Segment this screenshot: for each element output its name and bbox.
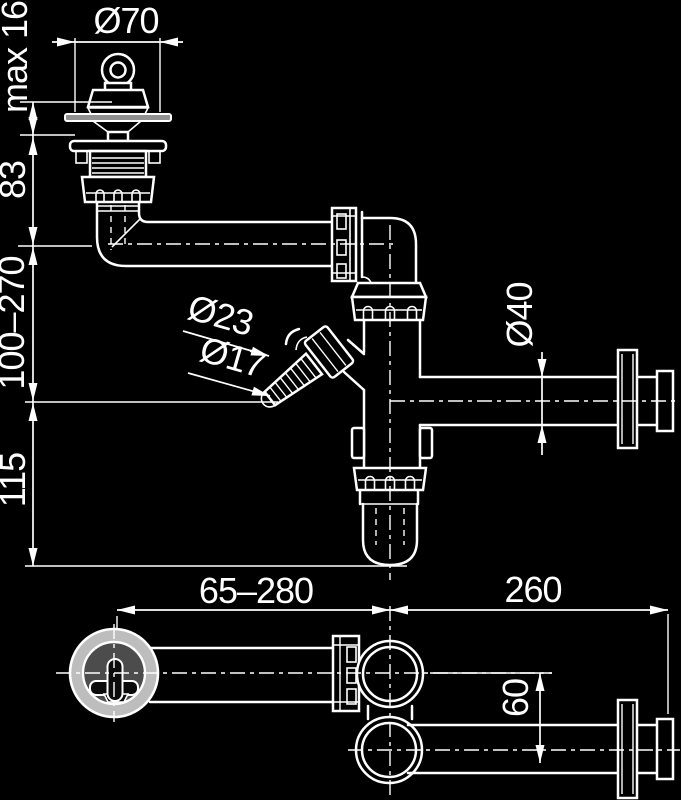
dim-label-max16: max 16 [0, 1, 35, 113]
arrowhead [28, 137, 38, 155]
elbow-socket [350, 281, 428, 299]
wide-washer [64, 113, 172, 122]
dim-label-d40: Ø40 [499, 282, 540, 347]
barb-rib [284, 372, 300, 391]
barb-rib [295, 362, 311, 383]
arrowhead [537, 425, 547, 443]
arrowhead [28, 383, 38, 401]
arrowhead [28, 247, 38, 265]
dim-label-115: 115 [0, 453, 33, 507]
arrowhead [250, 346, 269, 356]
arrowhead [28, 117, 38, 135]
hose-nut [303, 325, 355, 379]
arrowhead [535, 673, 545, 691]
dim-label-83: 83 [0, 161, 33, 199]
nut-slot [346, 688, 357, 705]
barb-lip-outer [284, 327, 301, 346]
plug-stem-bottom [106, 130, 130, 143]
arrowhead [160, 37, 178, 47]
nut-slot [384, 475, 396, 490]
arrowhead [28, 227, 38, 245]
hose-nut-slot [311, 338, 339, 373]
nut-slot [336, 213, 347, 230]
arrowhead [537, 359, 547, 377]
barb-rib [289, 367, 305, 387]
barb-rib [279, 377, 294, 395]
plug-cap [86, 88, 150, 109]
flange-tab-left [75, 150, 88, 164]
arrowhead [390, 605, 408, 615]
dimensions: Ø70 max 16 83 100–270 115 Ø23 Ø17 Ø40 [0, 0, 669, 763]
nut-slot [336, 239, 347, 256]
plug-assembly [64, 52, 172, 204]
dim-label-60: 60 [495, 679, 536, 717]
nut-slot [364, 475, 376, 490]
nut-slot [346, 646, 357, 663]
nut-slot [131, 189, 141, 202]
dim-label-d70: Ø70 [93, 0, 158, 41]
outlet-pipe-side [418, 348, 675, 450]
nut-slot [95, 189, 105, 202]
clip-tab-left [350, 426, 366, 460]
nut-slot [113, 189, 123, 202]
wall-flange-top-view [616, 698, 639, 800]
pipe-inner-edge [137, 200, 334, 224]
dim-label-260: 260 [504, 569, 561, 610]
nut-slot [406, 305, 418, 320]
hose-barb-assembly [260, 325, 366, 408]
elbow-chamfer [111, 218, 141, 248]
flange-tab-right [148, 150, 161, 164]
arrowhead [57, 37, 75, 47]
arrowhead [650, 605, 668, 615]
nut-slot [404, 475, 416, 490]
nut-slot [336, 263, 347, 279]
barb-rib [300, 358, 317, 379]
spout-edge [346, 338, 366, 356]
pipe-end-sleeve-top-view [655, 717, 675, 781]
pull-ring-hole [109, 61, 127, 79]
barb-rib [269, 386, 282, 402]
dim-label-65-280: 65–280 [199, 570, 313, 611]
pipe-outer-edge [95, 200, 334, 268]
arrowhead [251, 386, 270, 396]
arrowhead [28, 102, 38, 120]
wall-flange [616, 348, 639, 450]
sink-flange [68, 139, 168, 153]
barb-rib [274, 381, 288, 398]
arrowhead [535, 745, 545, 763]
hose-nut-body [303, 325, 355, 379]
outlet-pipe-top-view [406, 698, 675, 800]
arrowhead [28, 403, 38, 421]
nut-slot [362, 305, 374, 320]
side-view [64, 52, 675, 567]
arrowhead [372, 605, 390, 615]
dim-label-100-270: 100–270 [0, 256, 32, 389]
inlet-pipe [95, 200, 334, 268]
arrowhead [28, 548, 38, 566]
barb-lip-inner [295, 336, 308, 351]
spout-edge [342, 370, 366, 392]
plug-pillar-top-view [106, 658, 124, 702]
elbow-outline [360, 216, 418, 285]
clip-tab-right [418, 426, 434, 460]
arrowhead [117, 605, 135, 615]
hose-nut-slot [319, 331, 347, 366]
